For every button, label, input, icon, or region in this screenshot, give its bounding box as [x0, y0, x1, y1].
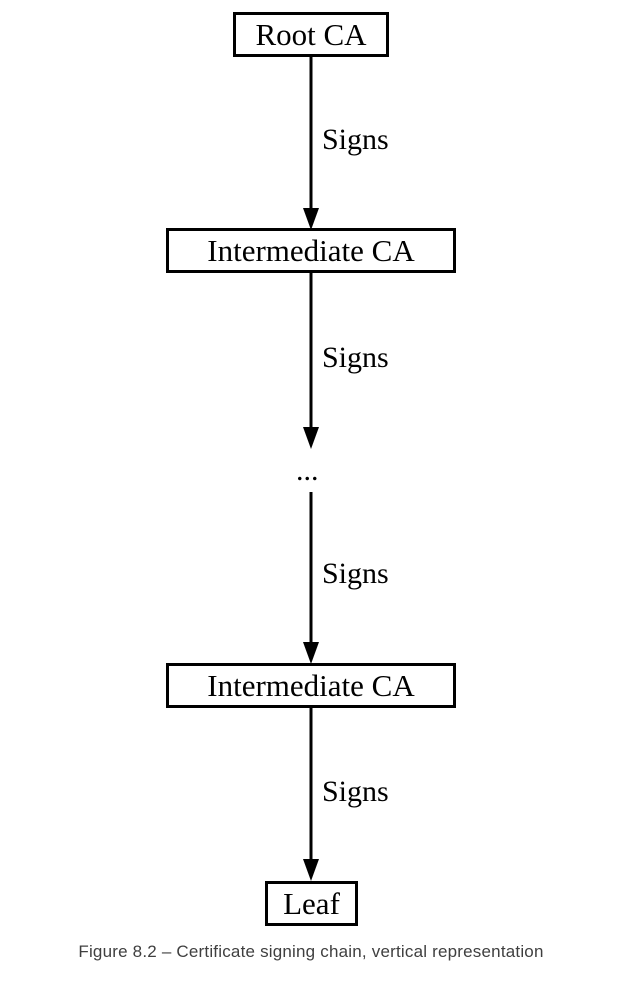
arrow-root-to-intermediate-top — [303, 56, 319, 230]
node-intermediate-ca-bottom: Intermediate CA — [166, 663, 456, 708]
node-intermediate-ca-top-label: Intermediate CA — [207, 233, 415, 268]
edge-label-signs-4: Signs — [322, 775, 389, 808]
node-root-ca: Root CA — [233, 12, 389, 57]
node-root-ca-label: Root CA — [255, 17, 367, 52]
edge-label-signs-3: Signs — [322, 557, 389, 590]
edge-label-signs-2: Signs — [322, 341, 389, 374]
node-intermediate-ca-bottom-label: Intermediate CA — [207, 668, 415, 703]
figure-caption: Figure 8.2 – Certificate signing chain, … — [78, 942, 544, 961]
edge-label-signs-1: Signs — [322, 123, 389, 156]
node-leaf-label: Leaf — [283, 886, 340, 921]
arrow-intermediate-bottom-to-leaf — [303, 708, 319, 881]
node-ellipsis: ... — [296, 454, 319, 487]
node-leaf: Leaf — [265, 881, 358, 926]
arrow-intermediate-top-to-ellipsis — [303, 272, 319, 449]
arrow-ellipsis-to-intermediate-bottom — [303, 492, 319, 664]
node-intermediate-ca-top: Intermediate CA — [166, 228, 456, 273]
